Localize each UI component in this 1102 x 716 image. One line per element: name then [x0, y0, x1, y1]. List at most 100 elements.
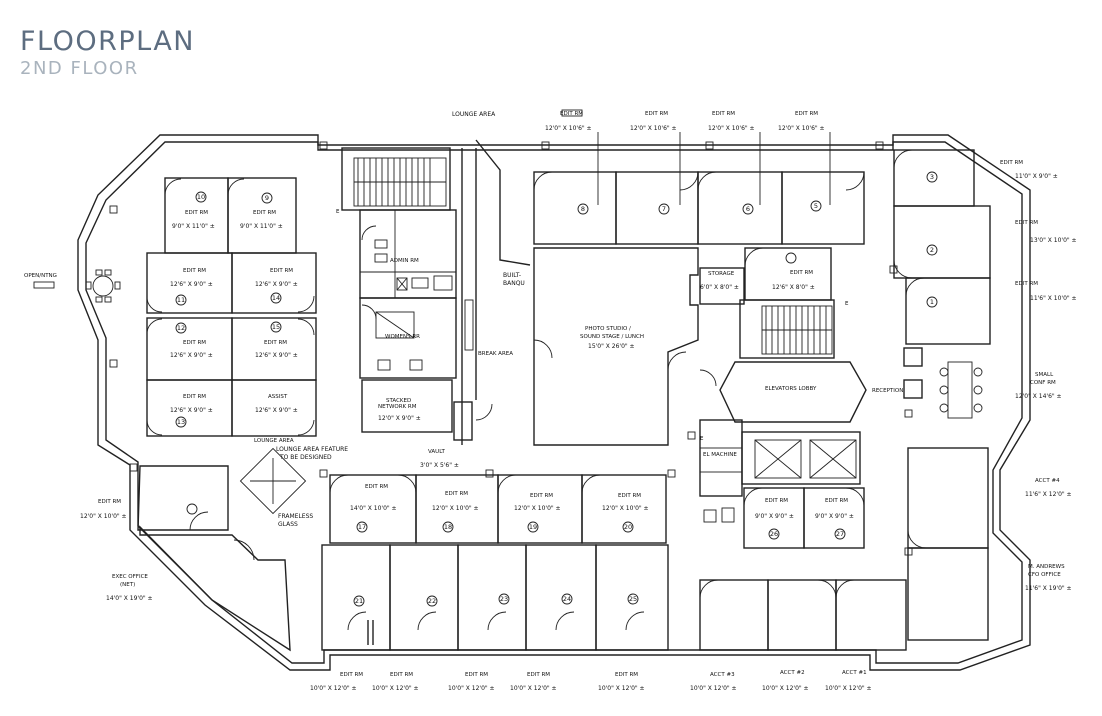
room-25-dim: 10'0" X 12'0" ± — [598, 685, 645, 692]
room-10-label: EDIT RM — [185, 210, 208, 216]
room-15-label: EDIT RM — [264, 340, 287, 346]
left-lower-rooms — [137, 447, 307, 652]
room-27-dim: 9'0" X 9'0" ± — [815, 513, 854, 520]
photo-label-1: PHOTO STUDIO / — [585, 326, 631, 332]
room-17-number: 17 — [358, 523, 366, 531]
room-12-number: 12 — [177, 324, 185, 332]
room-17-dim: 14'0" X 10'0" ± — [350, 505, 397, 512]
bottom-row-labels: 21 22 23 24 25 EDIT RM 10'0" X 12'0" ± E… — [310, 593, 645, 692]
room-6-number: 6 — [746, 205, 750, 213]
room-21-dim: 10'0" X 12'0" ± — [310, 685, 357, 692]
photo-dim: 15'0" X 26'0" ± — [588, 343, 635, 350]
edit-4-dim: 12'6" X 8'0" ± — [772, 284, 815, 291]
misc-doors — [361, 225, 717, 421]
elevator-lobby-label: ELEVATORS LOBBY — [765, 386, 817, 392]
acct-labels: ACCT #3 10'0" X 12'0" ± ACCT #2 10'0" X … — [690, 670, 872, 692]
feature-label-2: TO BE DESIGNED — [279, 454, 332, 461]
acct-2-dim: 10'0" X 12'0" ± — [762, 685, 809, 692]
room-24-number: 24 — [563, 595, 571, 603]
right-room-labels: EDIT RM 11'0" X 9'0" ± EDIT RM 13'0" X 1… — [926, 160, 1077, 308]
e-label-2: E — [845, 301, 849, 307]
room-20-number: 20 — [624, 523, 632, 531]
acct-4-label: ACCT #4 — [1035, 478, 1060, 484]
room-3-number: 3 — [930, 173, 934, 181]
acct-3-dim: 10'0" X 12'0" ± — [690, 685, 737, 692]
room-26-dim: 9'0" X 9'0" ± — [755, 513, 794, 520]
storage-label: STORAGE — [708, 271, 735, 277]
acct-3-label: ACCT #3 — [710, 672, 735, 678]
stacked-dim: 12'0" X 9'0" ± — [378, 415, 421, 422]
room-12-dim: 12'6" X 9'0" ± — [170, 352, 213, 359]
room-14-number: 14 — [272, 294, 280, 302]
middle-row-labels: EDIT RM 14'0" X 10'0" ± 17 EDIT RM 12'0"… — [350, 484, 649, 533]
room-25-label: EDIT RM — [615, 672, 638, 678]
room-26-number: 26 — [770, 530, 778, 538]
room-16-dim: 12'6" X 9'0" ± — [255, 407, 298, 414]
room-5-dim: 12'0" X 10'6" ± — [778, 125, 825, 132]
vault-dim: 3'0" X 5'6" ± — [420, 462, 459, 469]
room-1-number: 1 — [930, 298, 934, 306]
room-7-number: 7 — [662, 205, 666, 213]
acct-4-dim: 11'6" X 12'0" ± — [1025, 491, 1072, 498]
room-12-label: EDIT RM — [183, 340, 206, 346]
acct-row — [699, 579, 907, 651]
exec-office-dim: 14'0" X 19'0" ± — [106, 595, 153, 602]
e-label-3: E — [700, 436, 704, 442]
room-11-dim: 12'6" X 9'0" ± — [170, 281, 213, 288]
room-20-label: EDIT RM — [618, 493, 641, 499]
room-8-dim: 12'0" X 10'6" ± — [545, 125, 592, 132]
room-5-label: EDIT RM — [795, 111, 818, 117]
photo-studio — [533, 247, 699, 446]
opening-label: OPEN/NTNG — [24, 273, 57, 279]
room-8-label: EDIT RM — [560, 111, 583, 117]
feature-label-1: LOUNGE AREA FEATURE — [276, 446, 348, 453]
built-in-label: BUILT- — [503, 272, 521, 279]
frameless-label-2: GLASS — [278, 521, 298, 528]
misc-labels: LOUNGE AREA OPEN/NTNG BUILT- BANQU PHOTO… — [24, 111, 1072, 602]
room-10-dim: 9'0" X 11'0" ± — [172, 223, 215, 230]
exec-office-label-1: EXEC OFFICE — [112, 574, 148, 580]
room-18-dim: 12'0" X 10'0" ± — [432, 505, 479, 512]
room-14-label: EDIT RM — [270, 268, 293, 274]
room-9-number: 9 — [265, 194, 269, 202]
room-19-dim: 12'0" X 10'0" ± — [514, 505, 561, 512]
room-21-number: 21 — [355, 597, 363, 605]
cfo-office-dim: 11'6" X 19'0" ± — [1025, 585, 1072, 592]
room-22-label: EDIT RM — [390, 672, 413, 678]
admin-label: ADMIN RM — [390, 258, 419, 264]
columns — [109, 141, 913, 556]
room-27-label: EDIT RM — [825, 498, 848, 504]
room-3-label: EDIT RM — [1000, 160, 1023, 166]
room-27-number: 27 — [836, 530, 844, 538]
lounge-top-label: LOUNGE AREA — [452, 111, 496, 118]
bottom-room-row — [321, 544, 669, 651]
room-23-label: EDIT RM — [465, 672, 488, 678]
womens-rr-label: WOMENS RR — [385, 334, 420, 340]
room-13-label: EDIT RM — [183, 394, 206, 400]
room-23-dim: 10'0" X 12'0" ± — [448, 685, 495, 692]
reception-label: RECEPTION — [872, 388, 903, 394]
room-10-number: 10 — [197, 193, 205, 201]
room-22-dim: 10'0" X 12'0" ± — [372, 685, 419, 692]
room-2-number: 2 — [930, 246, 934, 254]
room-9-dim: 9'0" X 11'0" ± — [240, 223, 283, 230]
storage-dim: 6'0" X 8'0" ± — [700, 284, 739, 291]
lounge-left-label: LOUNGE AREA — [254, 438, 294, 444]
edit-15-label: EDIT RM — [98, 499, 121, 505]
built-in-label-2: BANQU — [503, 280, 525, 287]
room-13-dim: 12'6" X 9'0" ± — [170, 407, 213, 414]
cfo-office-label-2: CFO OFFICE — [1028, 572, 1061, 578]
acct-2-label: ACCT #2 — [780, 670, 805, 676]
room-22-number: 22 — [428, 597, 436, 605]
room-15-dim: 12'6" X 9'0" ± — [255, 352, 298, 359]
acct-1-dim: 10'0" X 12'0" ± — [825, 685, 872, 692]
page-title: FLOORPLAN — [20, 26, 195, 57]
room-18-number: 18 — [444, 523, 452, 531]
room-5-number: 5 — [814, 202, 818, 210]
room-11-number: 11 — [177, 296, 185, 304]
room-6-dim: 12'0" X 10'6" ± — [708, 125, 755, 132]
core-rooms — [359, 139, 531, 445]
room-24-dim: 10'0" X 12'0" ± — [510, 685, 557, 692]
room-2-dim: 13'0" X 10'0" ± — [1030, 237, 1077, 244]
cfo-office-label-1: M. ANDREWS — [1028, 564, 1065, 570]
